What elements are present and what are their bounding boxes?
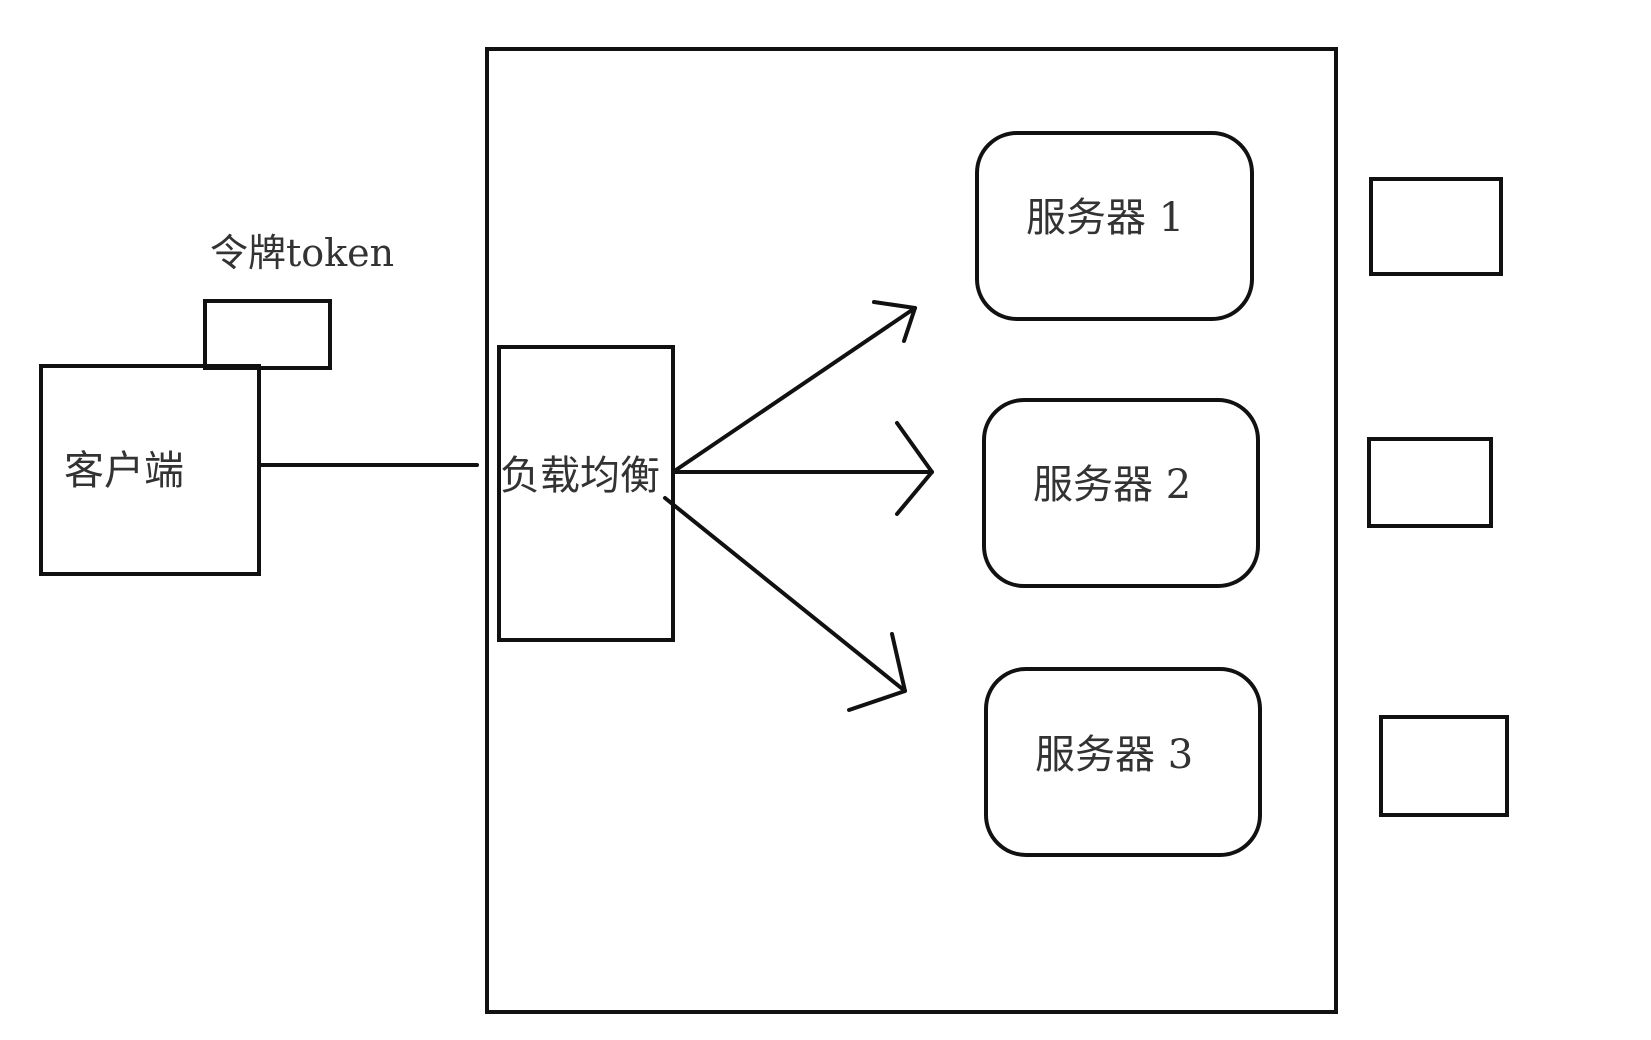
arrow-to-server-3 [663,496,907,712]
arrow-to-server-2 [671,421,934,516]
token-label: 令牌token [210,231,394,275]
server-1-box [975,131,1254,321]
server-3-label: 服务器 3 [1035,732,1193,778]
client-label: 客户端 [64,448,184,494]
load-balancer-box [497,345,675,642]
client-box [39,364,261,576]
server-1-label: 服务器 1 [1026,195,1184,241]
token-box [203,299,332,370]
server-2-label: 服务器 2 [1033,462,1191,508]
server-3-side-box [1379,715,1509,817]
server-1-side-box [1369,177,1503,276]
load-balancer-label: 负载均衡 [500,453,660,499]
server-2-side-box [1367,437,1493,528]
cluster-container [485,47,1338,1014]
server-3-box [984,667,1262,857]
server-2-box [982,398,1260,588]
arrow-to-server-1 [671,300,917,474]
